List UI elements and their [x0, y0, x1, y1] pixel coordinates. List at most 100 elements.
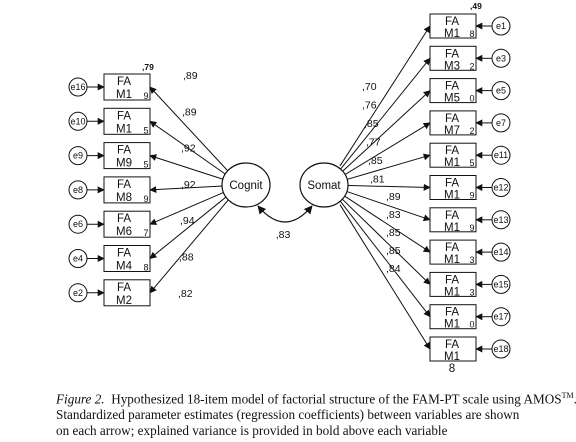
- indicator-label-line1: FA: [445, 16, 459, 28]
- latent-cognit: [221, 162, 271, 208]
- caption-trademark: TM: [561, 391, 574, 400]
- error-term-label: e14: [493, 247, 508, 257]
- error-term: [491, 48, 511, 68]
- indicator-box: [429, 78, 477, 104]
- error-term-label: e3: [496, 53, 506, 63]
- loading-arrow: [339, 188, 431, 222]
- indicator-label-fragment: 5: [143, 125, 148, 135]
- error-term-label: e2: [73, 288, 83, 298]
- indicator-box: [103, 107, 151, 135]
- indicator-label-fragment: 5: [143, 160, 148, 170]
- loading-value: ,92: [181, 179, 196, 191]
- caption-line-3: on each arrow; explained variance is pro…: [56, 423, 448, 439]
- indicator-box: [429, 271, 477, 297]
- indicator-label-line2: M1: [444, 254, 460, 266]
- indicator-label-line1: FA: [445, 274, 459, 286]
- latent-cognit-label: Cognit: [229, 180, 263, 192]
- error-term: [68, 77, 88, 97]
- loading-arrow: [339, 204, 431, 350]
- indicator-label-line2: M2: [116, 295, 132, 307]
- caption-figure-label: Figure 2.: [56, 391, 105, 407]
- loading-arrow: [149, 86, 231, 174]
- error-term: [491, 339, 511, 359]
- loading-arrow: [149, 120, 231, 178]
- indicator-label-fragment: 8: [469, 29, 474, 39]
- loading-arrow: [339, 25, 431, 167]
- indicator-label-line1: FA: [117, 213, 131, 225]
- indicator-label-line2: M3: [444, 60, 460, 72]
- indicator-label-line2: M9: [116, 158, 132, 170]
- indicator-label-line1: FA: [117, 248, 131, 260]
- loading-value: ,77: [366, 137, 381, 149]
- indicator-label-line1: FA: [117, 179, 131, 191]
- error-term: [68, 283, 88, 303]
- indicator-box: [429, 110, 477, 136]
- loading-value: ,81: [370, 174, 385, 186]
- loading-value: ,94: [180, 215, 195, 227]
- indicator-label-fragment: 9: [469, 191, 474, 201]
- indicator-label-line3: 8: [449, 363, 455, 375]
- indicator-label-fragment: 9: [469, 223, 474, 233]
- error-term: [491, 242, 511, 262]
- indicator-label-fragment: 2: [469, 61, 474, 71]
- error-term: [491, 81, 511, 101]
- error-term-label: e4: [73, 254, 83, 264]
- indicator-label-fragment: 3: [469, 255, 474, 265]
- error-term: [68, 111, 88, 131]
- loading-value: ,85: [386, 227, 401, 239]
- error-term-label: e10: [70, 116, 85, 126]
- loading-value: ,85: [364, 118, 379, 130]
- indicator-box: [429, 239, 477, 265]
- error-term-label: e17: [493, 312, 508, 322]
- covariance-arrow: [257, 205, 313, 223]
- indicator-label-line1: FA: [445, 339, 459, 351]
- error-term-label: e5: [496, 86, 506, 96]
- indicator-label-fragment: 5: [469, 158, 474, 168]
- error-term-label: e9: [73, 151, 83, 161]
- indicator-label-fragment: 0: [469, 320, 474, 330]
- error-term-label: e16: [70, 82, 85, 92]
- indicator-label-fragment: 9: [143, 194, 148, 204]
- loading-arrow: [339, 183, 431, 191]
- indicator-label-line1: FA: [445, 210, 459, 222]
- indicator-label-line2: M7: [444, 125, 460, 137]
- indicator-label-line1: FA: [445, 145, 459, 157]
- indicator-label-line1: FA: [117, 145, 131, 157]
- indicator-label-line2: M1: [116, 89, 132, 101]
- figure-caption: Figure 2. Hypothesized 18-item model of …: [56, 388, 576, 439]
- indicator-label-line1: FA: [445, 113, 459, 125]
- loading-arrow: [149, 197, 231, 294]
- error-term-label: e7: [496, 118, 506, 128]
- indicator-label-line1: FA: [445, 242, 459, 254]
- indicator-label-line2: M1: [444, 222, 460, 234]
- indicator-label-line2: M1: [444, 157, 460, 169]
- caption-text-1: Hypothesized 18-item model of factorial …: [111, 391, 562, 407]
- loading-value: ,92: [181, 143, 196, 155]
- latent-somat-label: Somat: [307, 180, 341, 192]
- indicator-label-line1: FA: [117, 110, 131, 122]
- error-term: [491, 145, 511, 165]
- indicator-box: [103, 142, 151, 170]
- indicator-box: [429, 304, 477, 330]
- caption-line-2: Standardized parameter estimates (regres…: [56, 407, 520, 423]
- indicator-box: [103, 210, 151, 238]
- error-term-label: e18: [493, 344, 508, 354]
- indicator-label-line2: M8: [116, 192, 132, 204]
- indicator-box: [429, 207, 477, 233]
- indicator-label-line1: FA: [445, 178, 459, 190]
- loading-arrow: [339, 192, 431, 253]
- loading-value: ,70: [362, 81, 377, 93]
- indicator-label-line2: M1: [444, 351, 460, 363]
- loading-value: ,89: [386, 191, 401, 203]
- loading-value: ,89: [183, 70, 198, 82]
- latent-somat: [299, 162, 349, 208]
- indicator-box: [429, 336, 477, 362]
- explained-variance: ,79: [142, 62, 154, 72]
- indicator-label-line2: M1: [444, 319, 460, 331]
- loading-value: ,88: [179, 252, 194, 264]
- error-term-label: e8: [73, 185, 83, 195]
- indicator-box: [429, 142, 477, 168]
- explained-variance: ,49: [470, 1, 482, 11]
- error-term: [68, 249, 88, 268]
